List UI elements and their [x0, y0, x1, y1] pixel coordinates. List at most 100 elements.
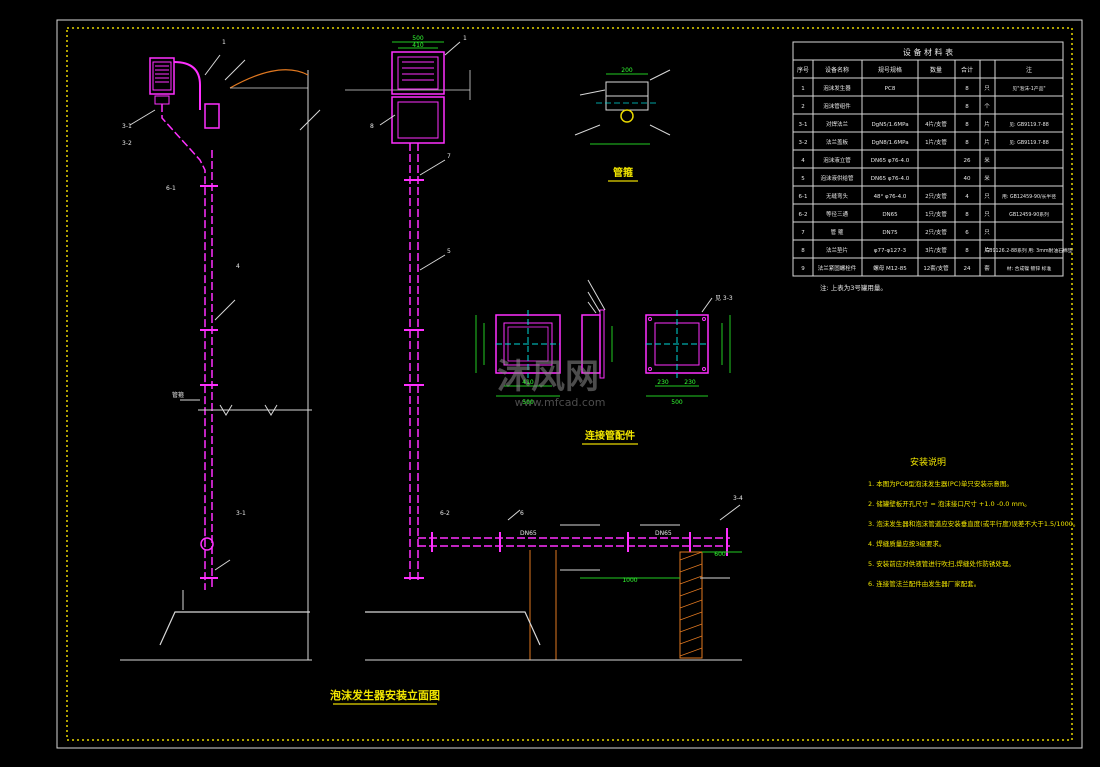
table-cell: 8	[965, 140, 969, 146]
table-header-cell: 规号规格	[878, 66, 902, 74]
install-notes-list: 1. 本图为PC8型泡沫发生器(PC)单只安装示意图。 2. 储罐壁板开孔尺寸 =…	[868, 479, 1079, 588]
watermark: 沐风网	[497, 357, 599, 397]
table-cell: 8	[965, 104, 969, 110]
table-cell: 泡沫液供给管	[820, 174, 854, 182]
table-cell: 1片/支管	[925, 138, 947, 146]
table-cell: DN65	[882, 212, 898, 218]
table-cell: 24	[964, 266, 971, 272]
table-cell: 9	[801, 266, 805, 272]
table-cell: DgN5/1.6MPa	[871, 122, 908, 128]
install-note-item: 5. 安装前应对供液管进行吹扫,焊缝处作防锈处理。	[868, 559, 1015, 568]
dim-label: 200	[621, 67, 633, 74]
table-cell: 1只/支管	[925, 210, 947, 218]
table-cell: 泡沫液立管	[823, 156, 851, 164]
part-label: 5	[447, 248, 451, 255]
dim-label: 500	[522, 399, 534, 406]
coupling-detail	[574, 69, 671, 145]
table-cell: φ77-φ127-3	[874, 248, 907, 254]
table-cell: 8	[965, 122, 969, 128]
table-cell: 无缝弯头	[826, 192, 849, 200]
table-cell: 片	[984, 120, 990, 128]
table-cell: 只	[984, 211, 990, 218]
coupling-detail-title: 管箍	[613, 166, 633, 179]
install-notes-title: 安装说明	[910, 456, 946, 468]
table-cell: DN65 φ76-4.0	[871, 158, 910, 164]
part-label: 4	[236, 263, 240, 270]
table-cell: 法兰紧固螺栓件	[818, 264, 857, 272]
table-cell: 个	[984, 103, 990, 110]
table-cell: 8	[965, 248, 969, 254]
middle-elevation	[345, 41, 742, 661]
outer-border	[56, 19, 1083, 749]
part-label: 1	[463, 35, 467, 42]
table-cell: 法兰垫片	[826, 246, 848, 254]
table-cell: DN65 φ76-4.0	[871, 176, 910, 182]
table-cell: 12套/支管	[923, 264, 949, 272]
part-label: 1	[222, 39, 226, 46]
install-note-item: 6. 连接管法兰配件由发生器厂家配套。	[868, 579, 980, 588]
pipe-label: DN65	[655, 530, 672, 537]
table-cell: 6	[965, 230, 969, 236]
pipe-label: DN65	[520, 530, 537, 537]
part-label: 6-2	[440, 510, 450, 517]
table-cell: 26	[964, 158, 971, 164]
table-cell: 3-2	[799, 140, 808, 146]
table-cell: 4片/支管	[925, 120, 947, 128]
table-cell: 对焊法兰	[826, 120, 849, 128]
install-note-item: 1. 本图为PC8型泡沫发生器(PC)单只安装示意图。	[868, 479, 1013, 488]
dim-label: 600	[714, 551, 726, 558]
dim-label: 500	[671, 399, 683, 406]
table-cell: 8	[801, 248, 805, 254]
table-cell: 5	[801, 176, 805, 182]
table-cell: GB12459-90系列	[1009, 211, 1049, 218]
table-cell: 法兰盖板	[826, 138, 849, 146]
table-cell: 3片/支管	[925, 246, 947, 254]
table-cell: 见: GB9119.7-88	[1009, 140, 1049, 146]
table-cell: 米	[984, 174, 990, 182]
part-label: 3-1	[236, 510, 246, 517]
table-cell: 6-2	[799, 212, 808, 218]
table-cell: 见"泡沫-1产品"	[1012, 85, 1045, 92]
table-cell: 7	[801, 230, 805, 236]
fittings-detail-title: 连接管配件	[585, 429, 635, 442]
table-cell: 2只/支管	[925, 192, 947, 200]
watermark-url: www.mfcad.com	[515, 396, 606, 409]
table-cell: 2只/支管	[925, 228, 947, 236]
table-cell: 只	[984, 229, 990, 236]
install-note-item: 3. 泡沫发生器和泡沫管道应安装垂直度(或平行度)误差不大于1.5/1000。	[868, 519, 1079, 528]
table-cell: 材: 合成镍 镀锌 标准	[1007, 265, 1052, 272]
table-cell: 用: GB12459-90/长半径	[1002, 193, 1056, 200]
part-label: 7	[447, 153, 451, 160]
install-note-item: 2. 储罐壁板开孔尺寸 = 泡沫接口尺寸 +1.0 -0.0 mm。	[868, 499, 1031, 508]
left-elevation	[120, 54, 321, 661]
install-note-item: 4. 焊缝质量应按3级要求。	[868, 539, 945, 548]
part-label: 6	[520, 510, 524, 517]
table-cell: 管 箍	[831, 228, 844, 236]
drawing-title: 泡沫发生器安装立面图	[330, 688, 440, 702]
material-table	[792, 41, 1064, 277]
table-cell: 2	[801, 104, 805, 110]
part-label: 3-2	[122, 140, 132, 147]
table-title: 设 备 材 料 表	[903, 47, 953, 57]
table-cell: 见: GB9119.7-88	[1009, 122, 1049, 128]
table-cell: 4	[801, 158, 805, 164]
table-cell: 片	[984, 246, 990, 254]
table-cell: 8	[965, 86, 969, 92]
dim-label: 1000	[622, 577, 637, 584]
table-cell: 等径三通	[826, 210, 849, 218]
inner-border	[66, 27, 1073, 741]
part-label: 3-1	[122, 123, 132, 130]
table-cell: 40	[964, 176, 971, 182]
table-cell: 只	[984, 193, 990, 200]
table-cell: DgN8/1.6MPa	[871, 140, 908, 146]
table-cell: 泡沫管组件	[823, 102, 851, 110]
table-cell: 1	[801, 86, 805, 92]
table-cell: PC8	[885, 86, 896, 92]
table-cell: 只	[984, 85, 990, 92]
dim-label: 410	[522, 379, 534, 386]
table-cell: GB9126.2-88系列 用: 3mm耐油石棉垫	[985, 247, 1072, 254]
